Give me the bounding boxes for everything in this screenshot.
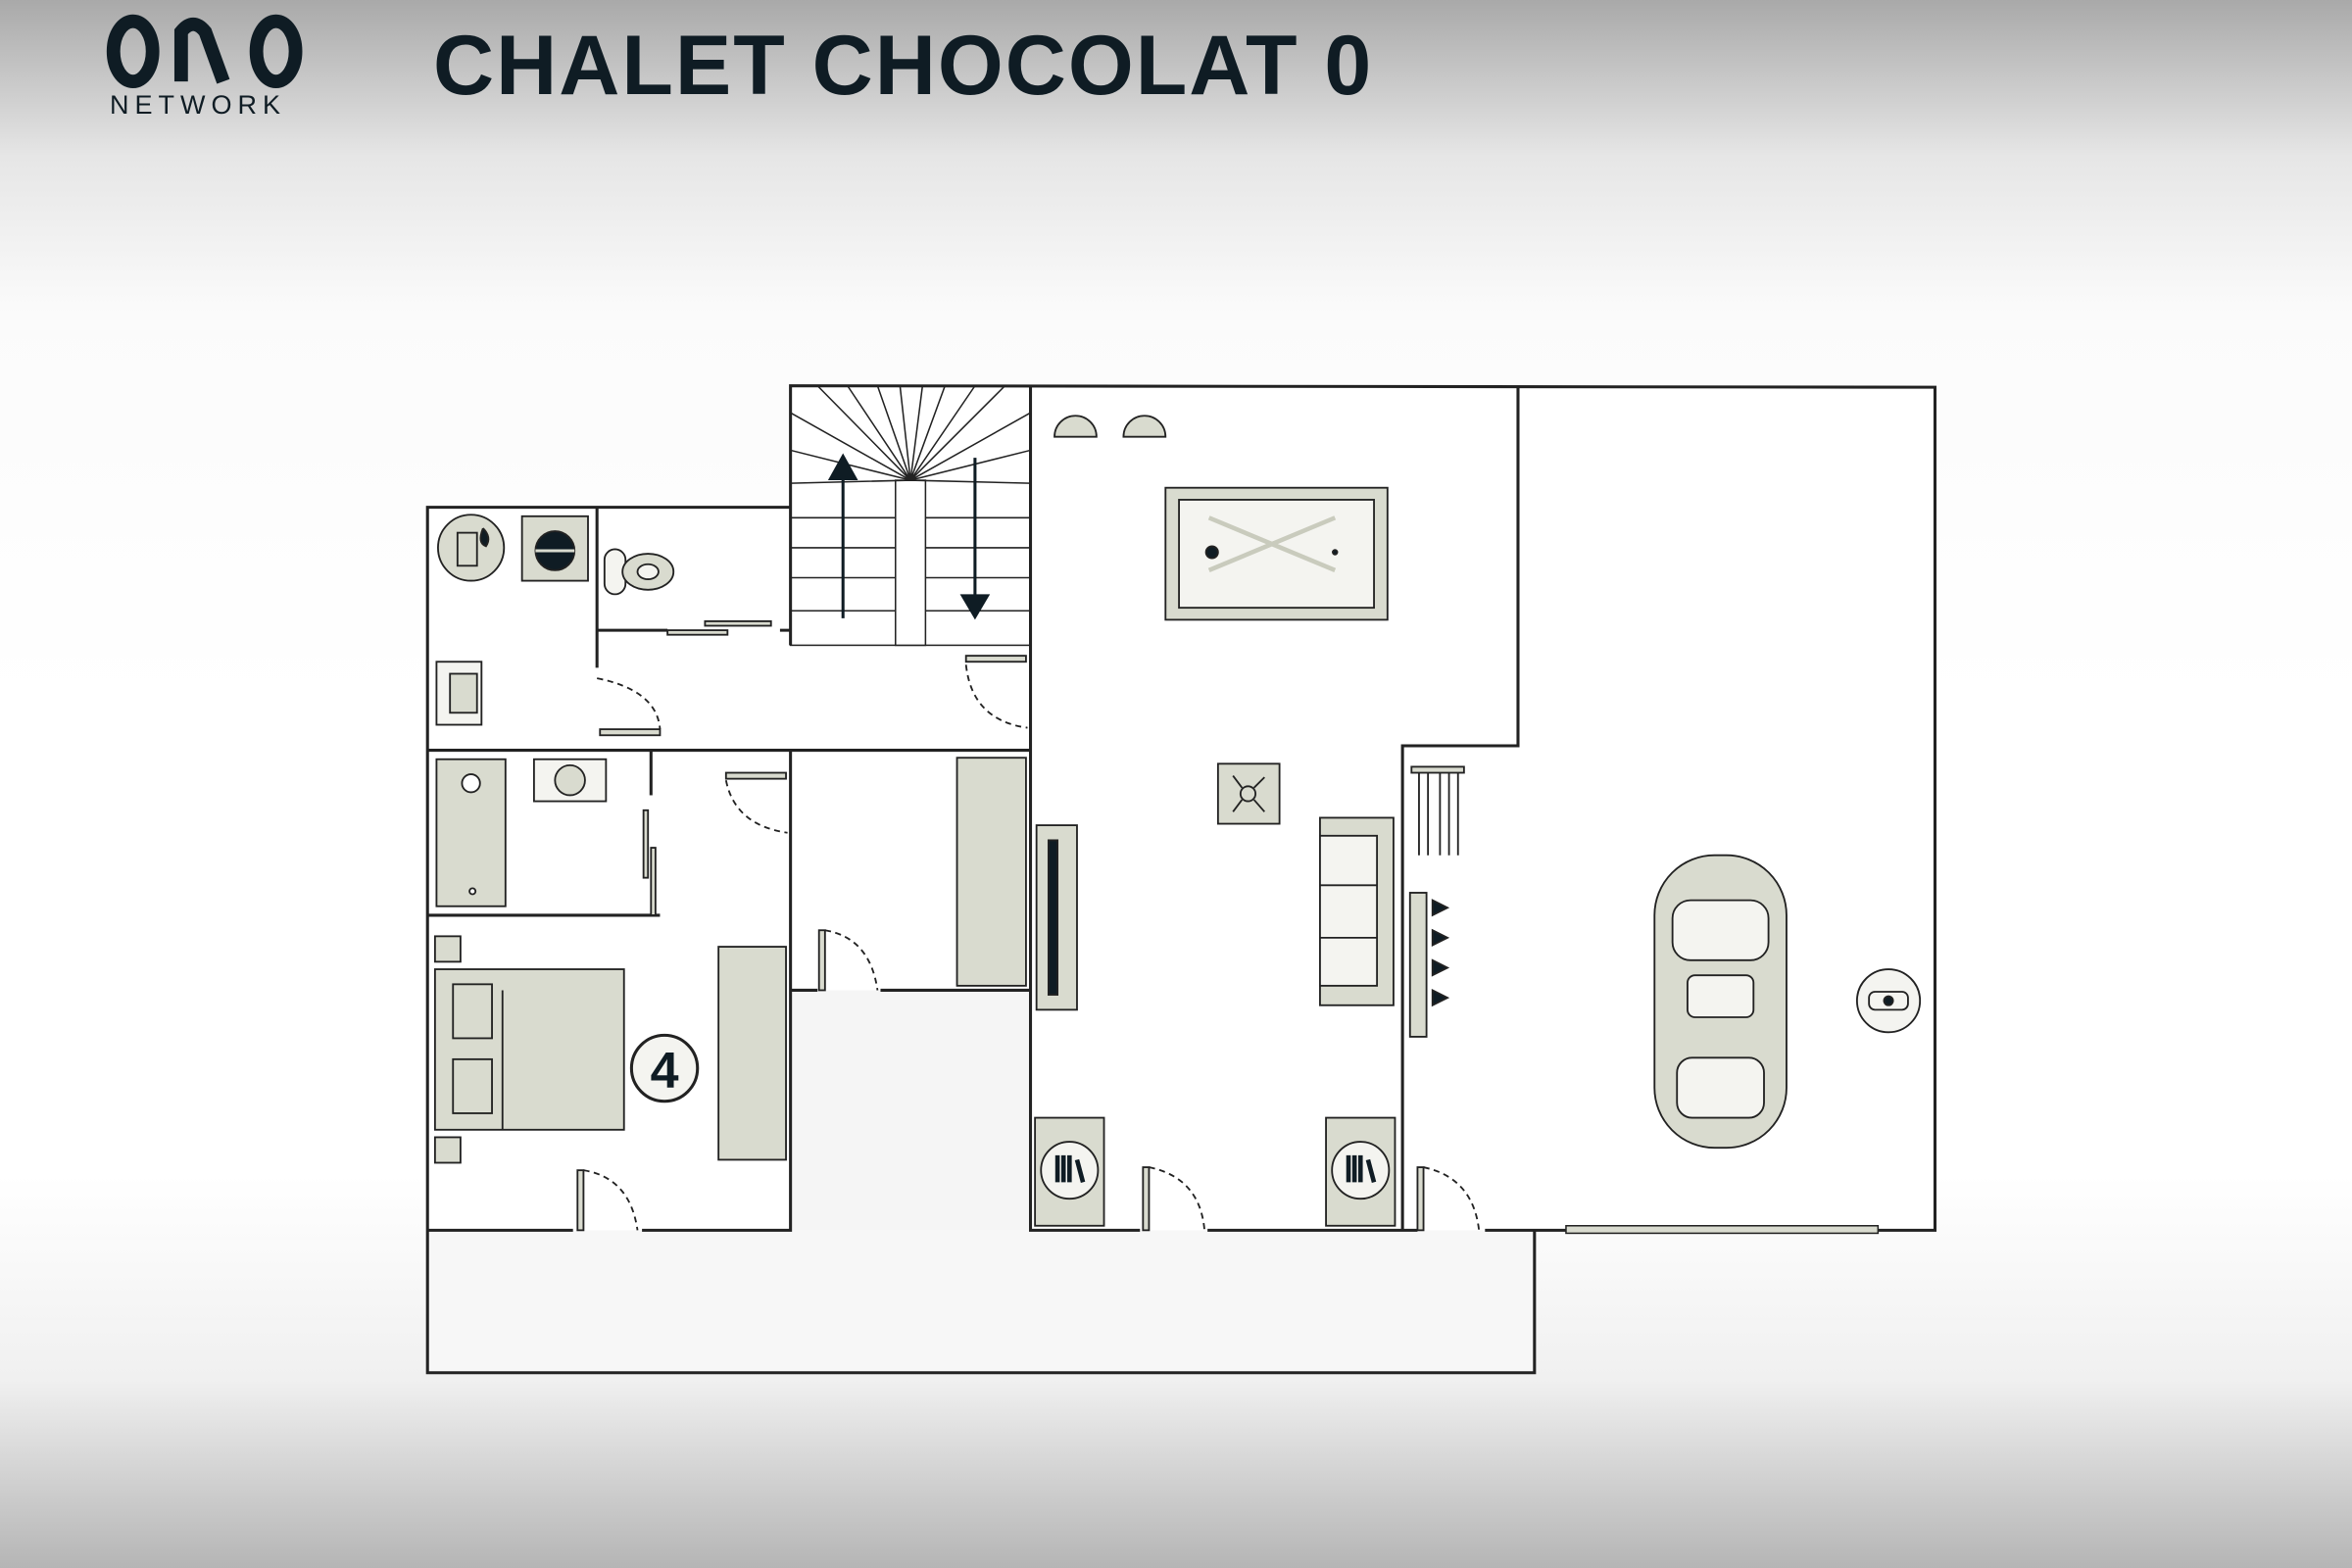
boiler-icon bbox=[437, 514, 506, 582]
wardrobe bbox=[956, 757, 1027, 987]
brand-name: NETWORK bbox=[110, 90, 286, 120]
door[interactable] bbox=[1142, 1166, 1205, 1232]
bed-icon bbox=[433, 968, 625, 1131]
walls bbox=[425, 384, 1937, 1375]
door[interactable] bbox=[964, 655, 1028, 729]
door[interactable] bbox=[597, 677, 662, 737]
room-number-badge bbox=[629, 1033, 700, 1103]
corridor-area bbox=[790, 990, 1031, 1231]
ev-charger-icon bbox=[1855, 968, 1922, 1034]
car-icon bbox=[1653, 854, 1788, 1150]
sliding-door[interactable] bbox=[642, 808, 657, 916]
terrace-area bbox=[427, 1230, 1535, 1373]
fan-icon bbox=[1216, 762, 1281, 825]
wardrobe bbox=[717, 946, 787, 1161]
room-number: 4 bbox=[651, 1043, 679, 1100]
stairs-up-arrow-icon bbox=[827, 453, 858, 618]
sofa-icon bbox=[1319, 816, 1395, 1006]
pool-table-icon bbox=[1164, 486, 1389, 621]
brand-logo-icon bbox=[106, 14, 303, 89]
sliding-door[interactable] bbox=[666, 620, 772, 636]
door[interactable] bbox=[576, 1169, 639, 1232]
sink-icon bbox=[435, 661, 483, 726]
boot-rack-icon bbox=[1408, 892, 1450, 1038]
door[interactable] bbox=[817, 929, 879, 992]
toilet-icon bbox=[603, 548, 675, 596]
door[interactable] bbox=[724, 771, 788, 834]
bathtub-icon bbox=[435, 758, 507, 907]
door[interactable] bbox=[1416, 1166, 1481, 1232]
washbasin-icon bbox=[532, 758, 608, 803]
garage-door[interactable] bbox=[1565, 1225, 1880, 1235]
washing-machine-icon bbox=[520, 514, 589, 582]
nightstand bbox=[433, 935, 462, 963]
bar-stool-icon bbox=[1054, 415, 1167, 438]
tv-icon bbox=[1035, 824, 1078, 1011]
ski-rack-icon bbox=[1410, 765, 1465, 856]
stairs-down-arrow-icon bbox=[959, 458, 991, 620]
nightstand bbox=[433, 1136, 462, 1164]
bookshelf-icon bbox=[1034, 1116, 1105, 1227]
page-title: CHALET CHOCOLAT 0 bbox=[433, 19, 1374, 113]
bookshelf-icon bbox=[1325, 1116, 1396, 1227]
